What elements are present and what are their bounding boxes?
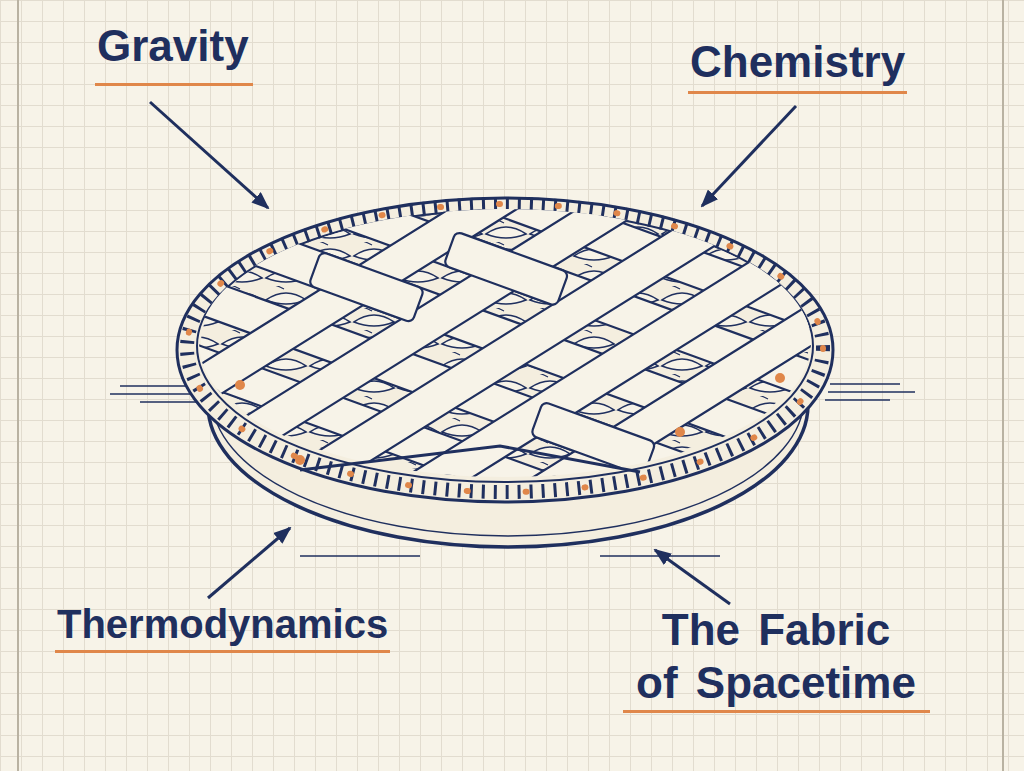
leader-arrow <box>150 102 796 604</box>
callout-label: Gravity <box>95 20 253 86</box>
callout-label: The Fabric of Spacetime <box>623 604 930 713</box>
page-border <box>17 0 19 771</box>
label-anchor: Gravity <box>95 20 253 86</box>
callout-label: Chemistry <box>688 36 907 94</box>
callout-label: Thermodynamics <box>55 600 390 653</box>
slice-cut <box>300 446 640 472</box>
label-anchor: Chemistry <box>688 36 907 94</box>
label-anchor: The Fabric of Spacetime <box>623 604 930 713</box>
lattice-top <box>95 13 929 688</box>
page-border <box>1002 0 1004 771</box>
label-anchor: Thermodynamics <box>55 600 390 653</box>
crust-highlight <box>235 373 785 465</box>
